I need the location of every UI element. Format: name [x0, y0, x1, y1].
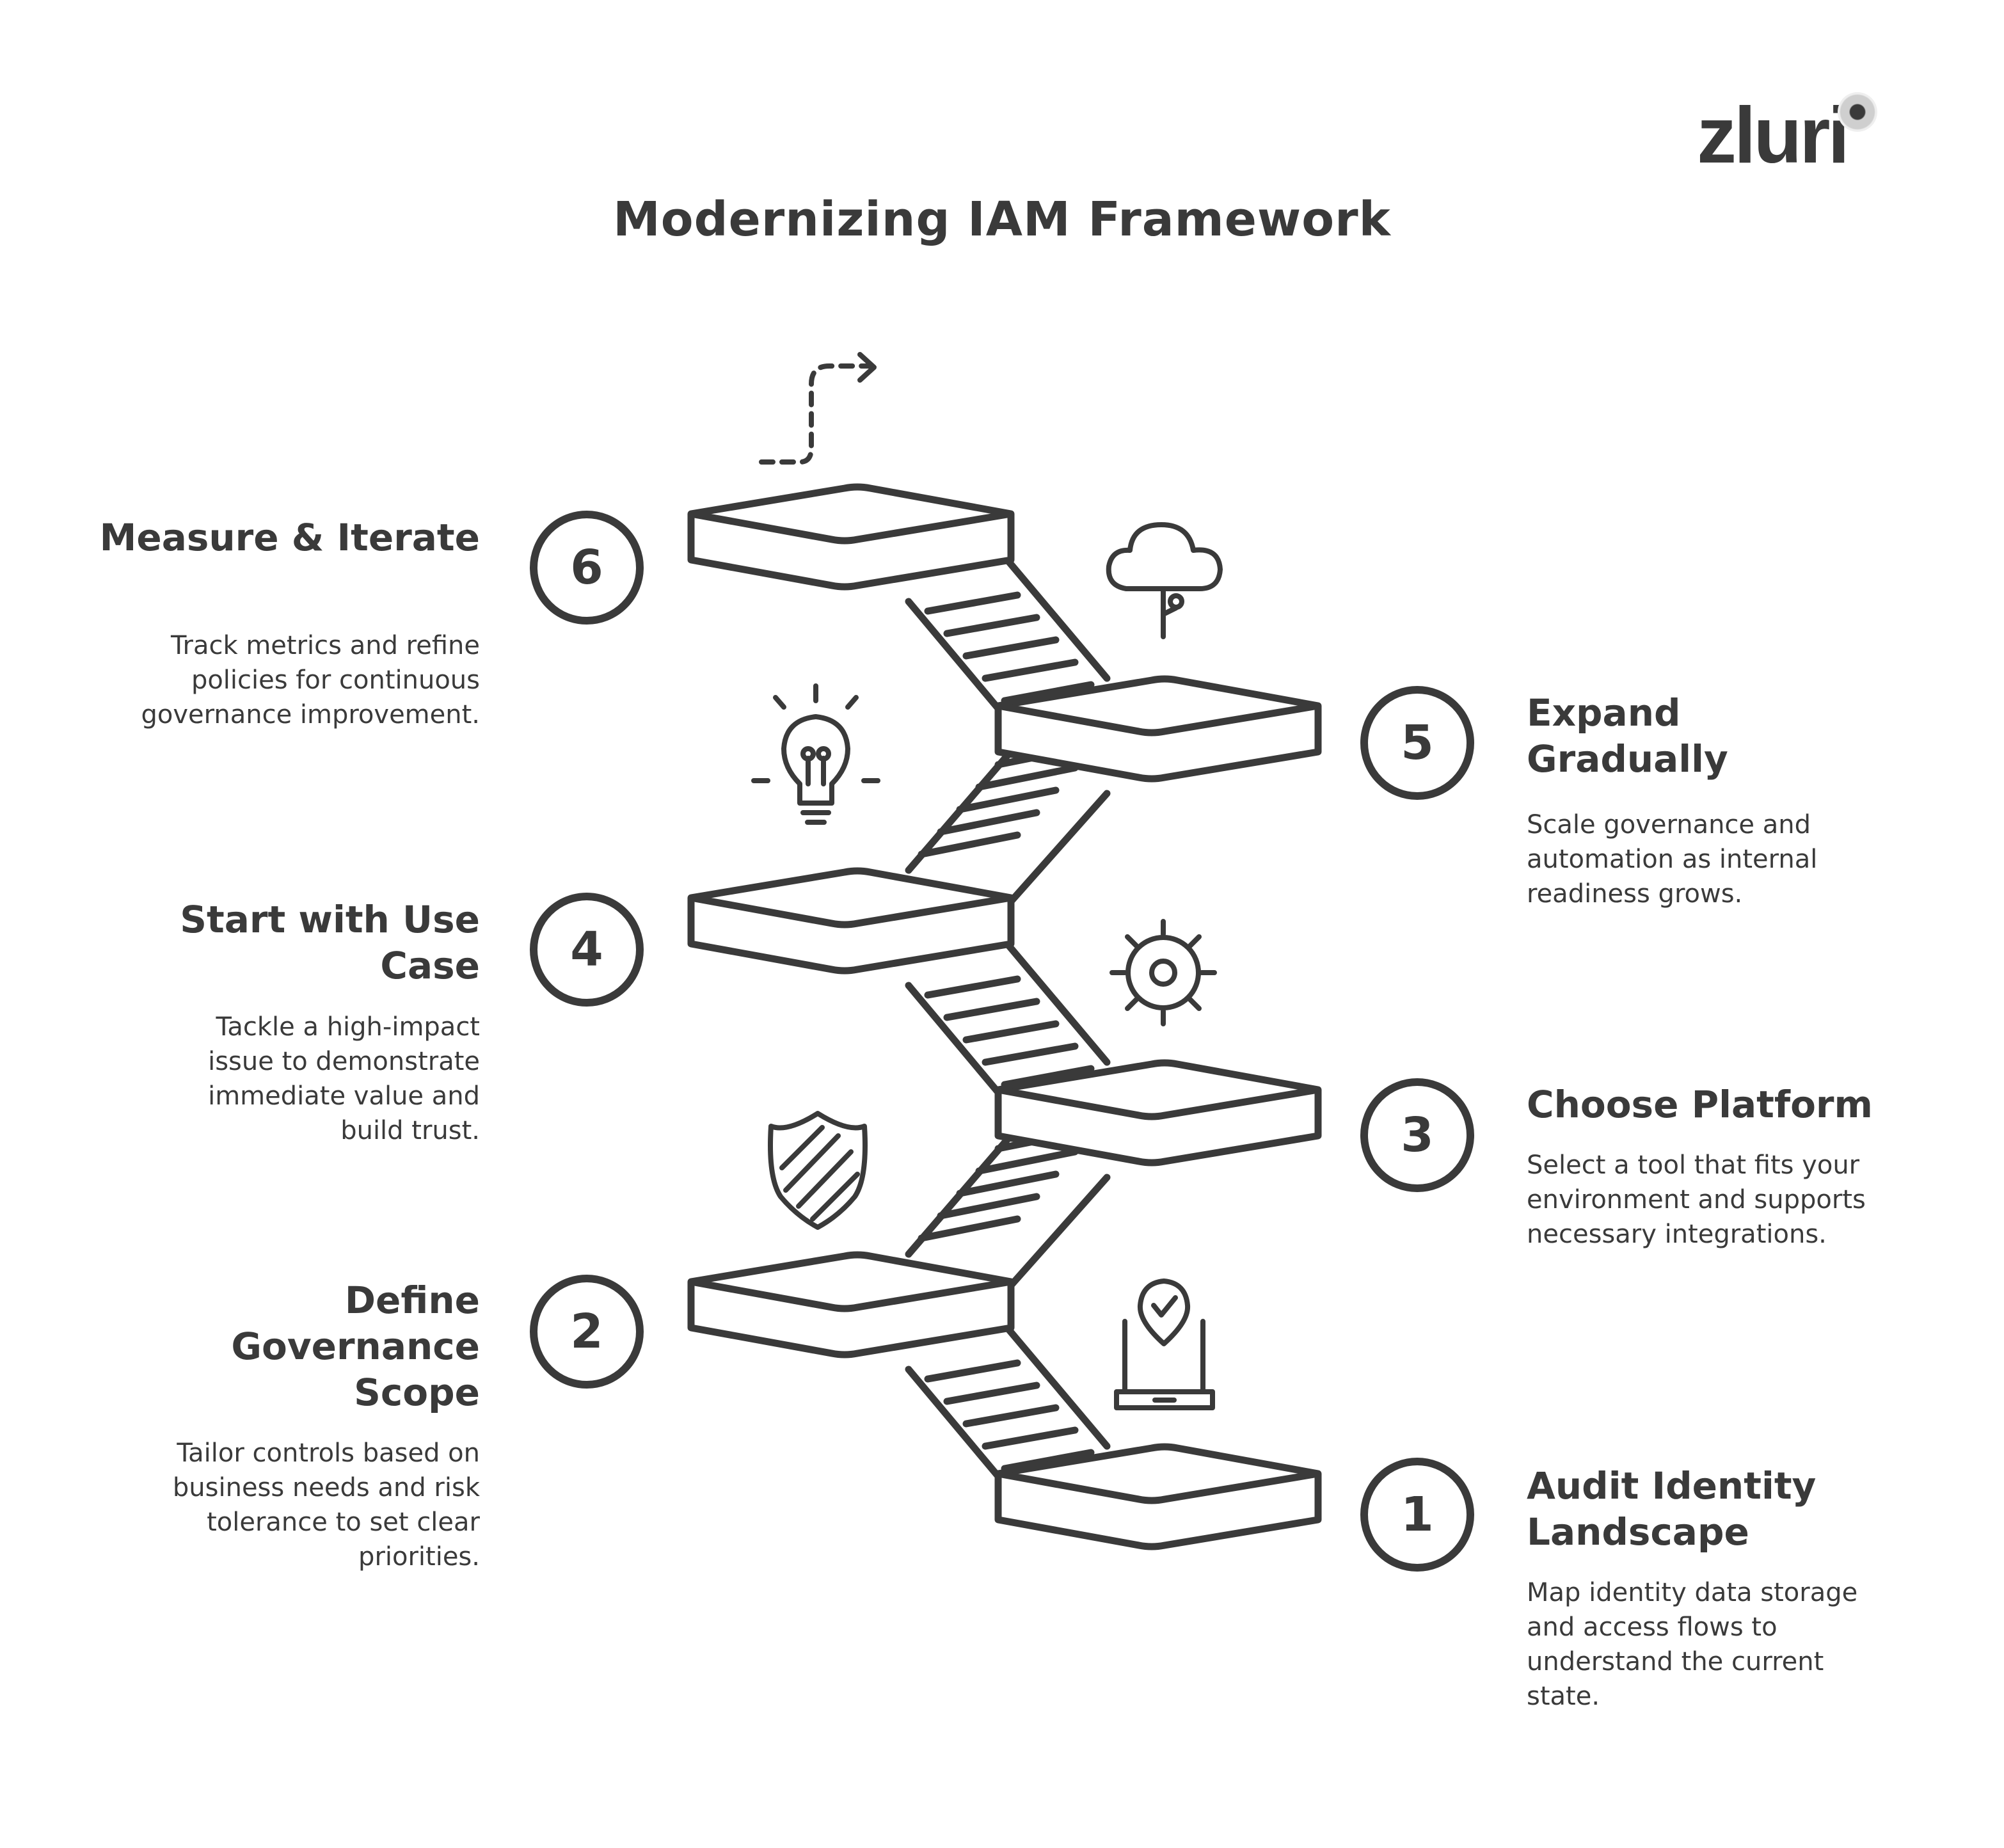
step-6-badge: 6 — [530, 511, 644, 625]
step-1-description: Map identity data storage and access flo… — [1527, 1578, 1858, 1711]
dashed-arrow-icon — [759, 352, 877, 465]
step-3-heading: Choose Platform — [1527, 1083, 1873, 1126]
step-6-heading: Measure & Iterate — [99, 516, 480, 559]
shield-icon — [768, 1111, 868, 1230]
laptop-location-icon — [1114, 1278, 1215, 1410]
gear-icon — [1109, 919, 1217, 1026]
step-5-description: Scale governance and automation as inter… — [1527, 810, 1818, 909]
platform-2 — [691, 1255, 1011, 1355]
page-title: Modernizing IAM Framework — [613, 192, 1391, 247]
step-3-description: Select a tool that fits your environment… — [1527, 1151, 1866, 1249]
step-2-description: Tailor controls based on business needs … — [172, 1438, 480, 1572]
step-4-heading: Start with Use Case — [180, 898, 480, 987]
zluri-logo: zluri — [1697, 92, 1850, 180]
platform-4 — [691, 871, 1011, 971]
step-4-description: Tackle a high-impact issue to demonstrat… — [208, 1012, 480, 1145]
step-1-heading: Audit Identity Landscape — [1527, 1464, 1817, 1554]
step-2-heading: Define Governance Scope — [231, 1278, 480, 1414]
cloud-icon — [1106, 522, 1223, 639]
lightbulb-icon — [751, 683, 880, 825]
step-4-badge: 4 — [530, 893, 644, 1007]
step-2-badge: 2 — [530, 1275, 644, 1389]
platform-6 — [691, 487, 1011, 587]
logo-dot-icon — [1838, 92, 1877, 132]
step-5-badge: 5 — [1360, 686, 1474, 800]
step-6-description: Track metrics and refine policies for co… — [141, 631, 480, 729]
step-1-badge: 1 — [1360, 1458, 1474, 1572]
step-3-badge: 3 — [1360, 1078, 1474, 1192]
step-5-heading: Expand Gradually — [1527, 691, 1728, 781]
